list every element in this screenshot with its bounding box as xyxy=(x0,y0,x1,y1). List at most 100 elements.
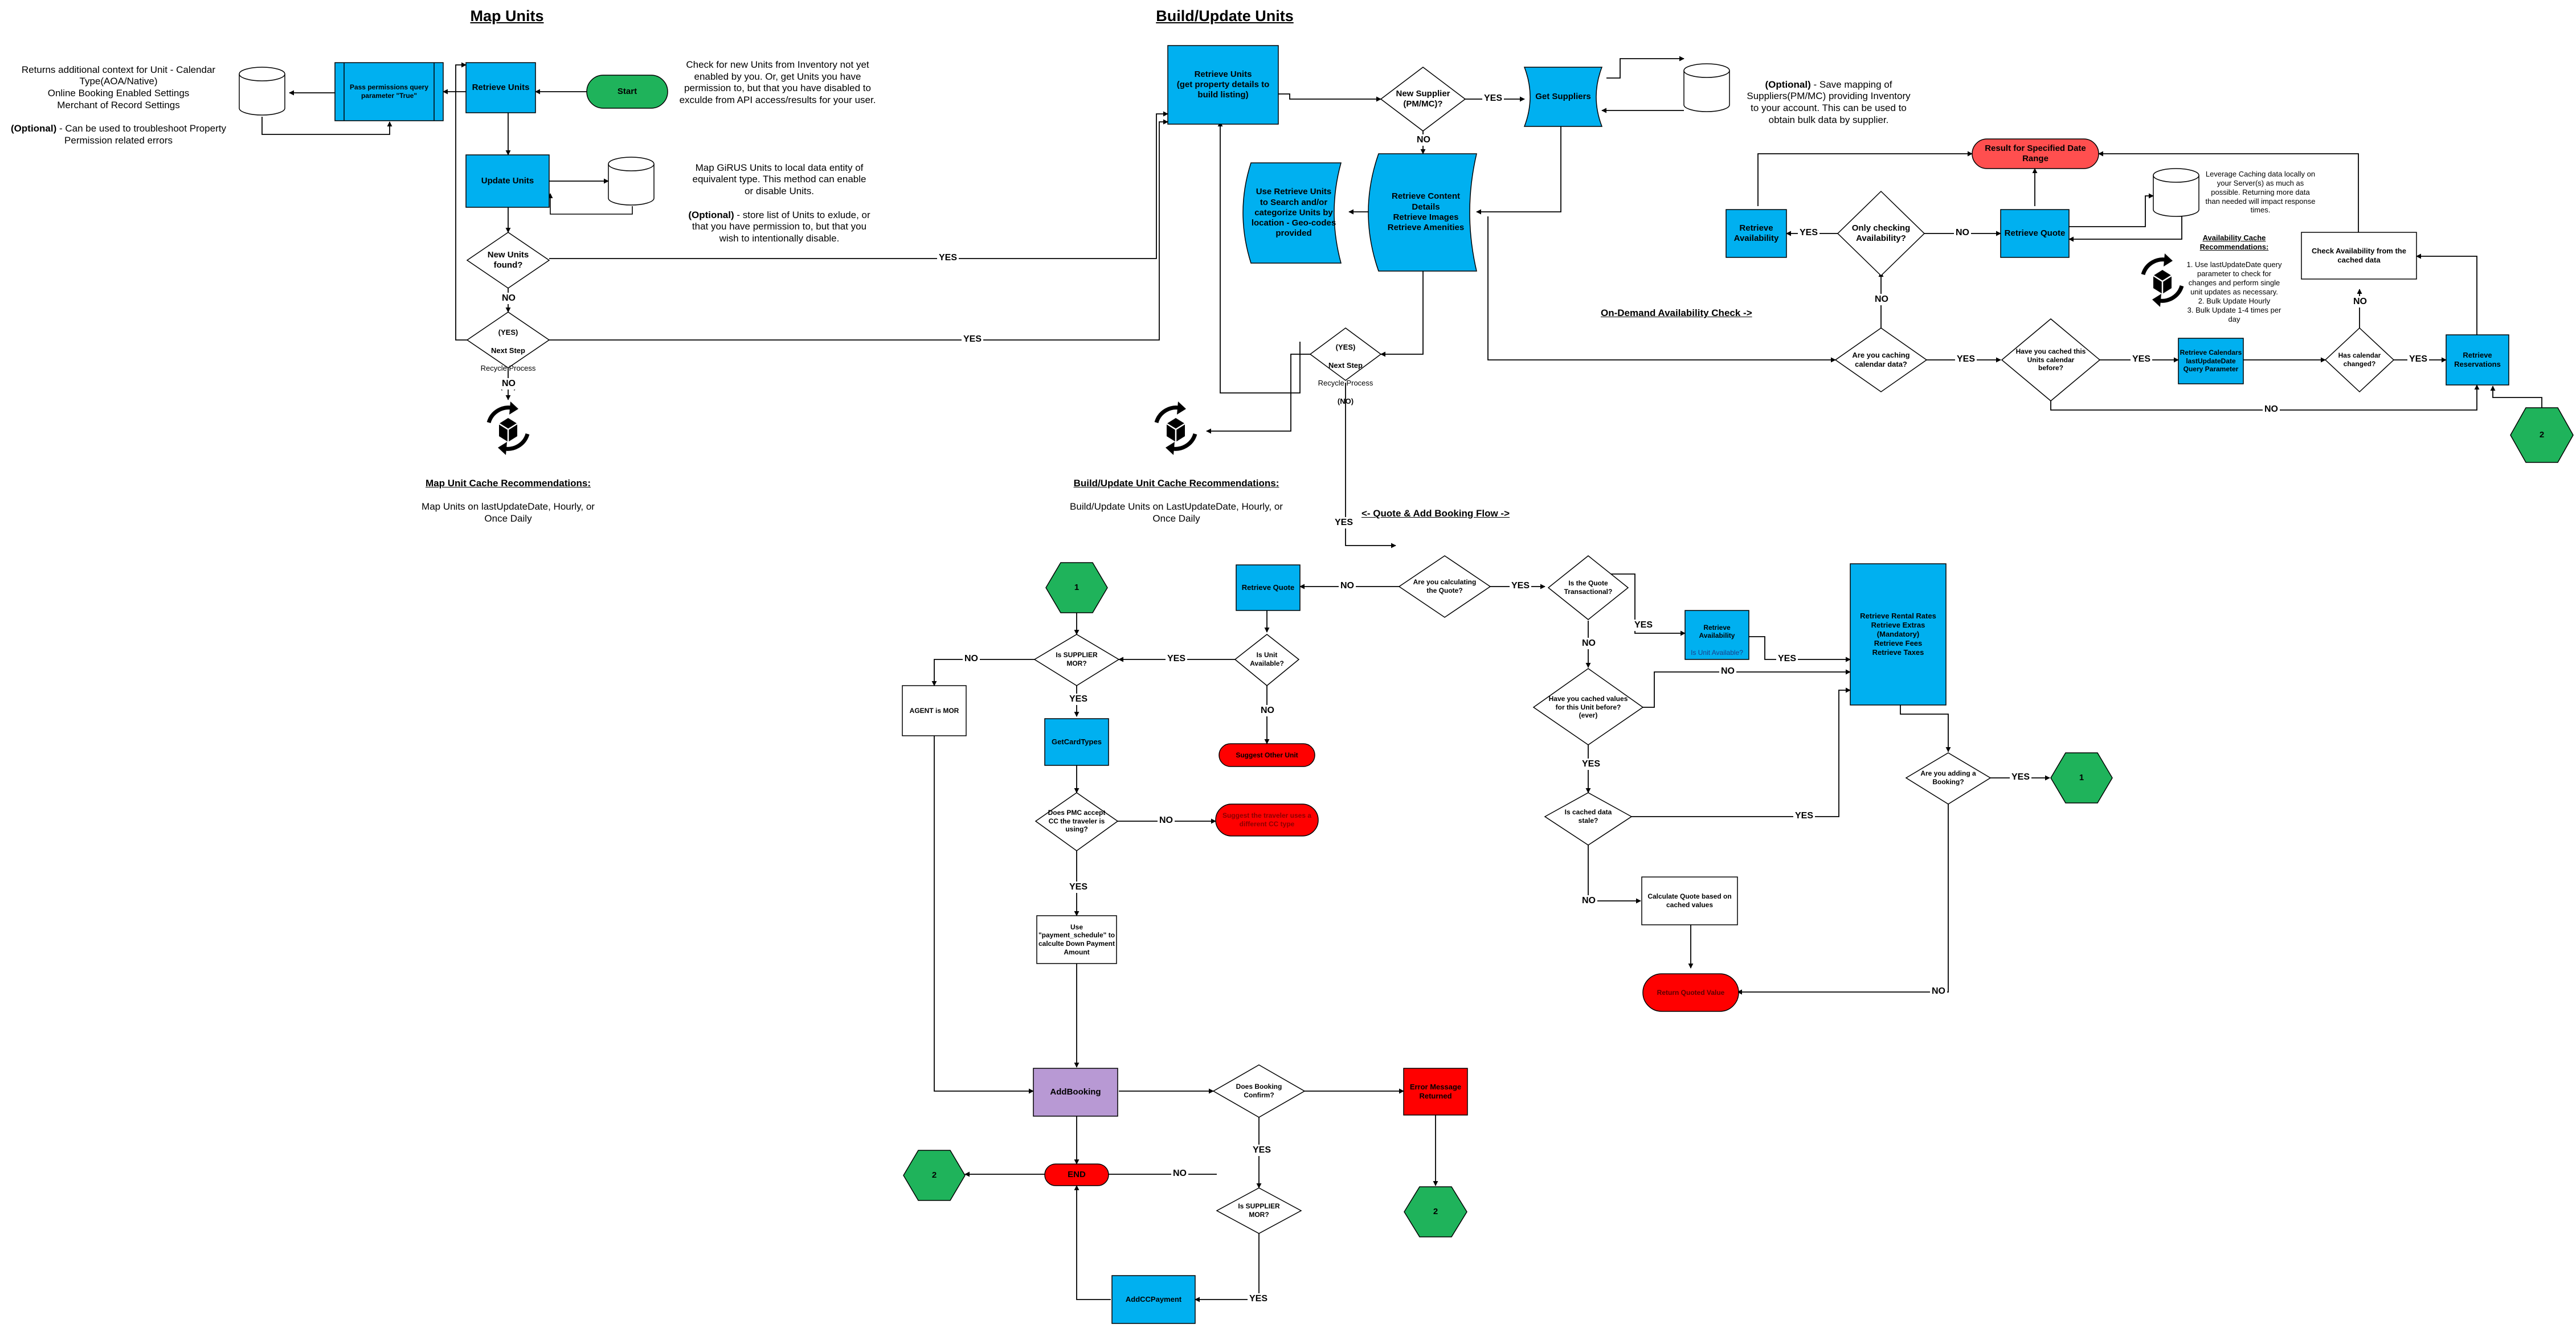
suggest-other-terminator xyxy=(1219,743,1315,767)
pass-permissions-label: Pass permissions query parameter "True" xyxy=(349,83,429,100)
calendar-changed-label: Has calendar changed? xyxy=(2338,351,2381,368)
return-quoted-label: Return Quoted Value xyxy=(1657,988,1725,997)
end-label: END xyxy=(1068,1169,1086,1179)
retrieve-units-box xyxy=(465,62,536,113)
next-step-title: Next Step xyxy=(491,346,525,355)
edge-label-no: NO xyxy=(1930,986,1947,997)
edge-retravail-up xyxy=(1757,151,1973,206)
are-calculating-decision xyxy=(1398,555,1491,618)
edge-nextstep-yes xyxy=(549,119,1168,341)
next-step-decision-2 xyxy=(1309,327,1382,381)
have-cached-values-label: Have you cached values for this Unit bef… xyxy=(1548,695,1628,720)
edge-label-no: NO xyxy=(1873,294,1890,305)
edge-agent-to-booking xyxy=(934,736,1034,1094)
hex-1-label: 1 xyxy=(1074,582,1080,592)
hex-2-bottom-right-label: 2 xyxy=(1433,1206,1438,1216)
map-note-optional: (Optional) xyxy=(688,209,734,220)
edge-label-yes: YES xyxy=(1068,694,1090,705)
check-cached-label: Check Availability from the cached data xyxy=(2312,247,2406,264)
edge-stale-yes xyxy=(1632,687,1851,817)
suggest-cc-terminator xyxy=(1215,804,1319,837)
pmc-accept-label: Does PMC accept CC the traveler is using… xyxy=(1048,809,1106,834)
have-cached-label: Have you cached this Units calendar befo… xyxy=(2015,347,2086,372)
suppliers-note-text: - Save mapping of Suppliers(PM/MC) provi… xyxy=(1747,79,1911,125)
hex-2-top-label: 2 xyxy=(2539,429,2545,440)
edge-label-yes: YES xyxy=(1251,1145,1273,1156)
retrieve-availability-2-box xyxy=(1684,610,1749,660)
edge-label-no: NO xyxy=(1719,666,1736,677)
start-label: Start xyxy=(617,86,637,96)
context-note-text: Returns additional context for Unit - Ca… xyxy=(21,64,216,110)
hex-2-top xyxy=(2510,407,2574,463)
end-terminator xyxy=(1044,1163,1109,1186)
booking-confirm-decision xyxy=(1212,1064,1306,1118)
error-message-label: Error Message Returned xyxy=(1409,1083,1462,1100)
get-card-types-label: GetCardTypes xyxy=(1052,737,1102,747)
new-supplier-label: New Supplier (PM/MC)? xyxy=(1396,88,1450,109)
edge-suppliers-to-content xyxy=(1476,124,1561,215)
update-units-label: Update Units xyxy=(481,175,534,186)
have-cached-values-decision xyxy=(1532,668,1644,745)
is-supplier-mor-decision xyxy=(1033,634,1120,686)
build-retrieve-units-box xyxy=(1167,45,1279,125)
update-units-box xyxy=(465,154,550,208)
edge-check-to-result xyxy=(2098,151,2359,232)
edge-retrieve-to-supplier xyxy=(1278,93,1381,102)
retrieve-quote-label: Retrieve Quote xyxy=(2004,228,2066,238)
retrieve-reservations-label: Retrieve Reservations xyxy=(2454,351,2501,368)
cached-stale-label: Is cached data stale? xyxy=(1564,808,1612,825)
hex-2-bottom-right xyxy=(1404,1186,1467,1237)
retrieve-quote-box xyxy=(2000,209,2070,258)
calendar-changed-decision xyxy=(2324,327,2395,393)
new-units-decision xyxy=(466,232,550,289)
edge-label-no: NO xyxy=(1259,705,1276,716)
edge-adding-no xyxy=(1737,804,1949,995)
edge-label-no: NO xyxy=(1954,227,1971,239)
context-note: Returns additional context for Unit - Ca… xyxy=(5,52,232,147)
build-retrieve-units-label: Retrieve Units (get property details to … xyxy=(1176,69,1270,100)
retrieve-calendars-box xyxy=(2178,338,2244,384)
cached-stale-decision xyxy=(1544,792,1633,846)
booking-confirm-label: Does Booking Confirm? xyxy=(1236,1083,1282,1099)
suppliers-note: (Optional) - Save mapping of Suppliers(P… xyxy=(1743,67,1914,126)
edge-newunits-yes xyxy=(549,111,1168,259)
map-cache-title: Map Unit Cache Recommendations: xyxy=(426,477,591,489)
suggest-other-label: Suggest Other Unit xyxy=(1236,751,1298,759)
build-cache-title: Build/Update Unit Cache Recommendations: xyxy=(1073,477,1279,489)
edge-hex2-to-reserv xyxy=(2490,386,2542,408)
next-step-2-yes: (YES) xyxy=(1335,342,1356,351)
database-icon xyxy=(608,157,655,206)
map-cache-rec: Map Unit Cache Recommendations: Map Unit… xyxy=(411,466,605,536)
retrieve-availability-label: Retrieve Availability xyxy=(1733,223,1779,243)
result-terminator xyxy=(1972,138,2099,169)
availability-cache-rec: Availability Cache Recommendations: 1. U… xyxy=(2185,224,2283,333)
context-note-optional: (Optional) xyxy=(11,123,57,134)
retrieve-content-label: Retrieve Content Details Retrieve Images… xyxy=(1387,191,1465,233)
availability-cache-title: Availability Cache Recommendations: xyxy=(2199,233,2269,251)
edge-mor2-yes xyxy=(1195,1233,1260,1302)
edge-label-yes: YES xyxy=(1955,354,1977,365)
map-cache-text: Map Units on lastUpdateDate, Hourly, or … xyxy=(422,501,595,524)
recycle-process: Recycle Process xyxy=(480,364,536,373)
adding-booking-label: Are you adding a Booking? xyxy=(1920,769,1976,786)
is-unit-available-decision xyxy=(1234,634,1300,686)
next-step-2-title: Next Step xyxy=(1328,360,1363,370)
caching-note: Leverage Caching data locally on your Se… xyxy=(2205,170,2316,215)
retrieve-rental-rates-box xyxy=(1850,563,1947,706)
is-unit-available-label: Is Unit Available? xyxy=(1250,651,1284,667)
on-demand-title: On-Demand Availability Check -> xyxy=(1601,308,1752,318)
edge-label-no: NO xyxy=(1415,134,1432,146)
database-icon xyxy=(239,67,285,116)
have-cached-decision xyxy=(2001,318,2101,401)
edge-label-no: NO xyxy=(1580,638,1597,649)
edge-label-yes: YES xyxy=(1248,1293,1270,1305)
get-suppliers-label: Get Suppliers xyxy=(1535,91,1591,101)
edge-label-yes: YES xyxy=(962,334,984,345)
edge-quotetrans-yes xyxy=(1609,573,1686,636)
get-card-types-box xyxy=(1044,718,1109,766)
edge-content-to-caching xyxy=(1487,216,1836,363)
are-caching-label: Are you caching calendar data? xyxy=(1852,351,1910,368)
retrieve-availability-box xyxy=(1725,209,1787,258)
use-retrieve-label: Use Retrieve Units to Search and/or cate… xyxy=(1251,187,1336,239)
